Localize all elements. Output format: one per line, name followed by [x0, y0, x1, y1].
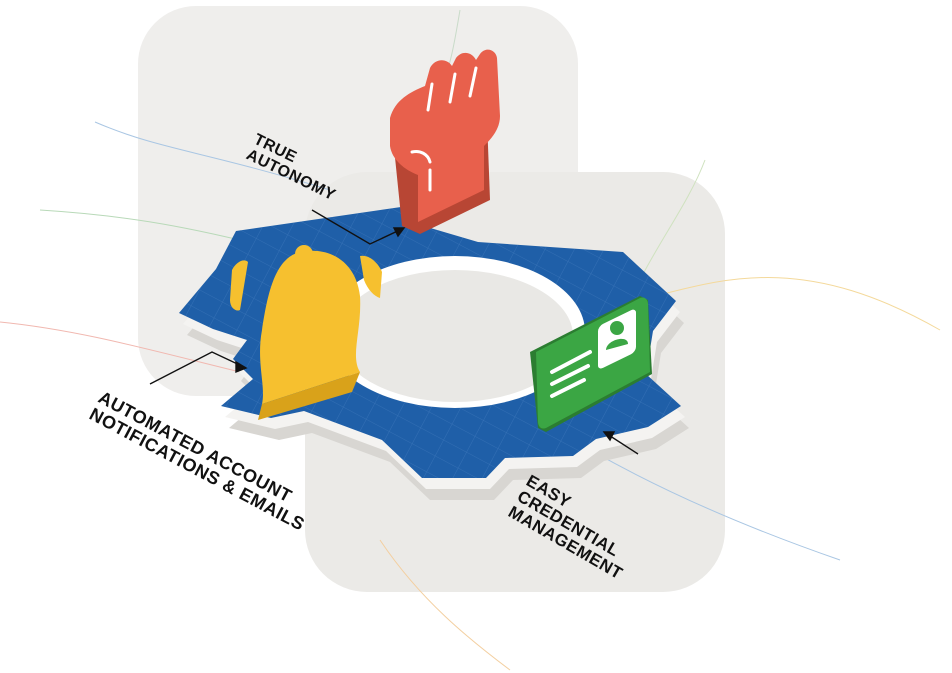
arrowhead-credentials	[602, 431, 616, 442]
arrowhead-autonomy	[392, 227, 406, 238]
id-card-icon	[530, 296, 652, 432]
raised-fist-icon	[390, 49, 500, 234]
leader-autonomy	[311, 209, 405, 245]
gear-hole	[337, 270, 573, 402]
bell-icon	[230, 245, 382, 420]
leader-lines	[149, 209, 639, 455]
leader-notifications	[149, 351, 247, 385]
arrowhead-notifications	[235, 360, 248, 374]
